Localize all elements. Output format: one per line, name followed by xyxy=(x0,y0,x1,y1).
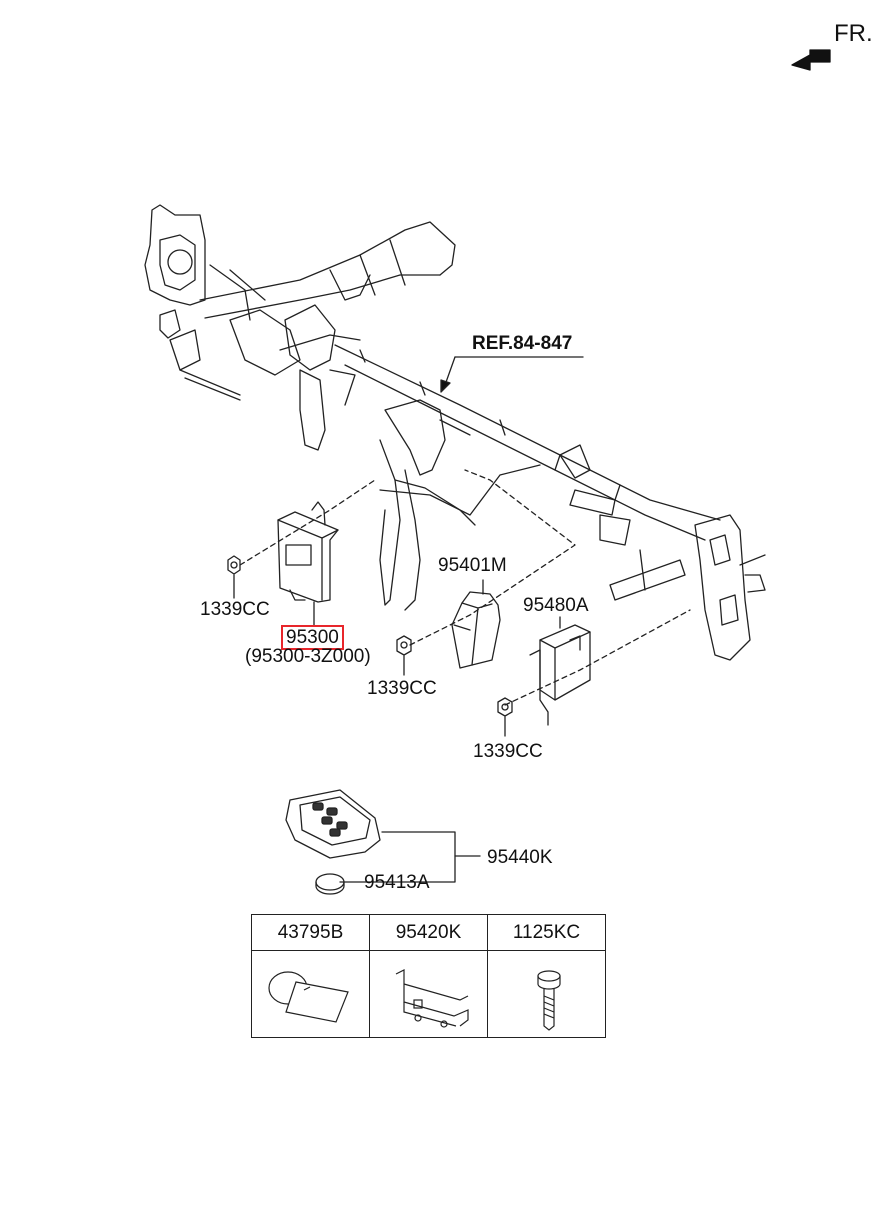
front-arrow-icon xyxy=(791,49,831,71)
module-icon xyxy=(529,616,591,726)
table-header-cell: 95420K xyxy=(369,914,488,951)
part-number-label: 1339CC xyxy=(367,678,437,699)
ref-arrow-icon xyxy=(440,356,584,393)
highlighted-part-number[interactable]: 95300 xyxy=(281,625,344,650)
bolt-icon xyxy=(536,970,561,1031)
part-number-label: 1339CC xyxy=(473,741,543,762)
part-number-label: 95480A xyxy=(523,595,589,616)
table-image-cell xyxy=(369,950,488,1038)
parts-table: 43795B 95420K 1125KC xyxy=(251,914,606,1038)
bracket-icon xyxy=(395,969,469,1028)
smart-key-unit-icon xyxy=(277,501,339,626)
leader-lines xyxy=(239,469,691,706)
part-number-label: 1339CC xyxy=(200,599,270,620)
table-image-cell xyxy=(251,950,370,1038)
battery-icon xyxy=(315,873,345,895)
antenna-icon xyxy=(451,579,501,669)
nut-icon xyxy=(497,697,513,737)
part-sub-number-label: (95300-3Z000) xyxy=(245,646,371,667)
key-fob-icon xyxy=(285,789,481,883)
part-number-label: 95401M xyxy=(438,555,507,576)
cowl-cross-member xyxy=(144,204,766,661)
part-number-label: 95440K xyxy=(487,847,553,868)
nut-icon xyxy=(396,635,412,676)
ref-label: REF.84-847 xyxy=(472,333,573,354)
table-header-cell: 43795B xyxy=(251,914,370,951)
table-header-cell: 1125KC xyxy=(487,914,606,951)
table-image-cell xyxy=(487,950,606,1038)
tag-icon xyxy=(267,971,349,1023)
part-number-label: 95413A xyxy=(364,872,430,893)
nut-icon xyxy=(227,555,241,599)
front-direction-label: FR. xyxy=(834,20,873,47)
